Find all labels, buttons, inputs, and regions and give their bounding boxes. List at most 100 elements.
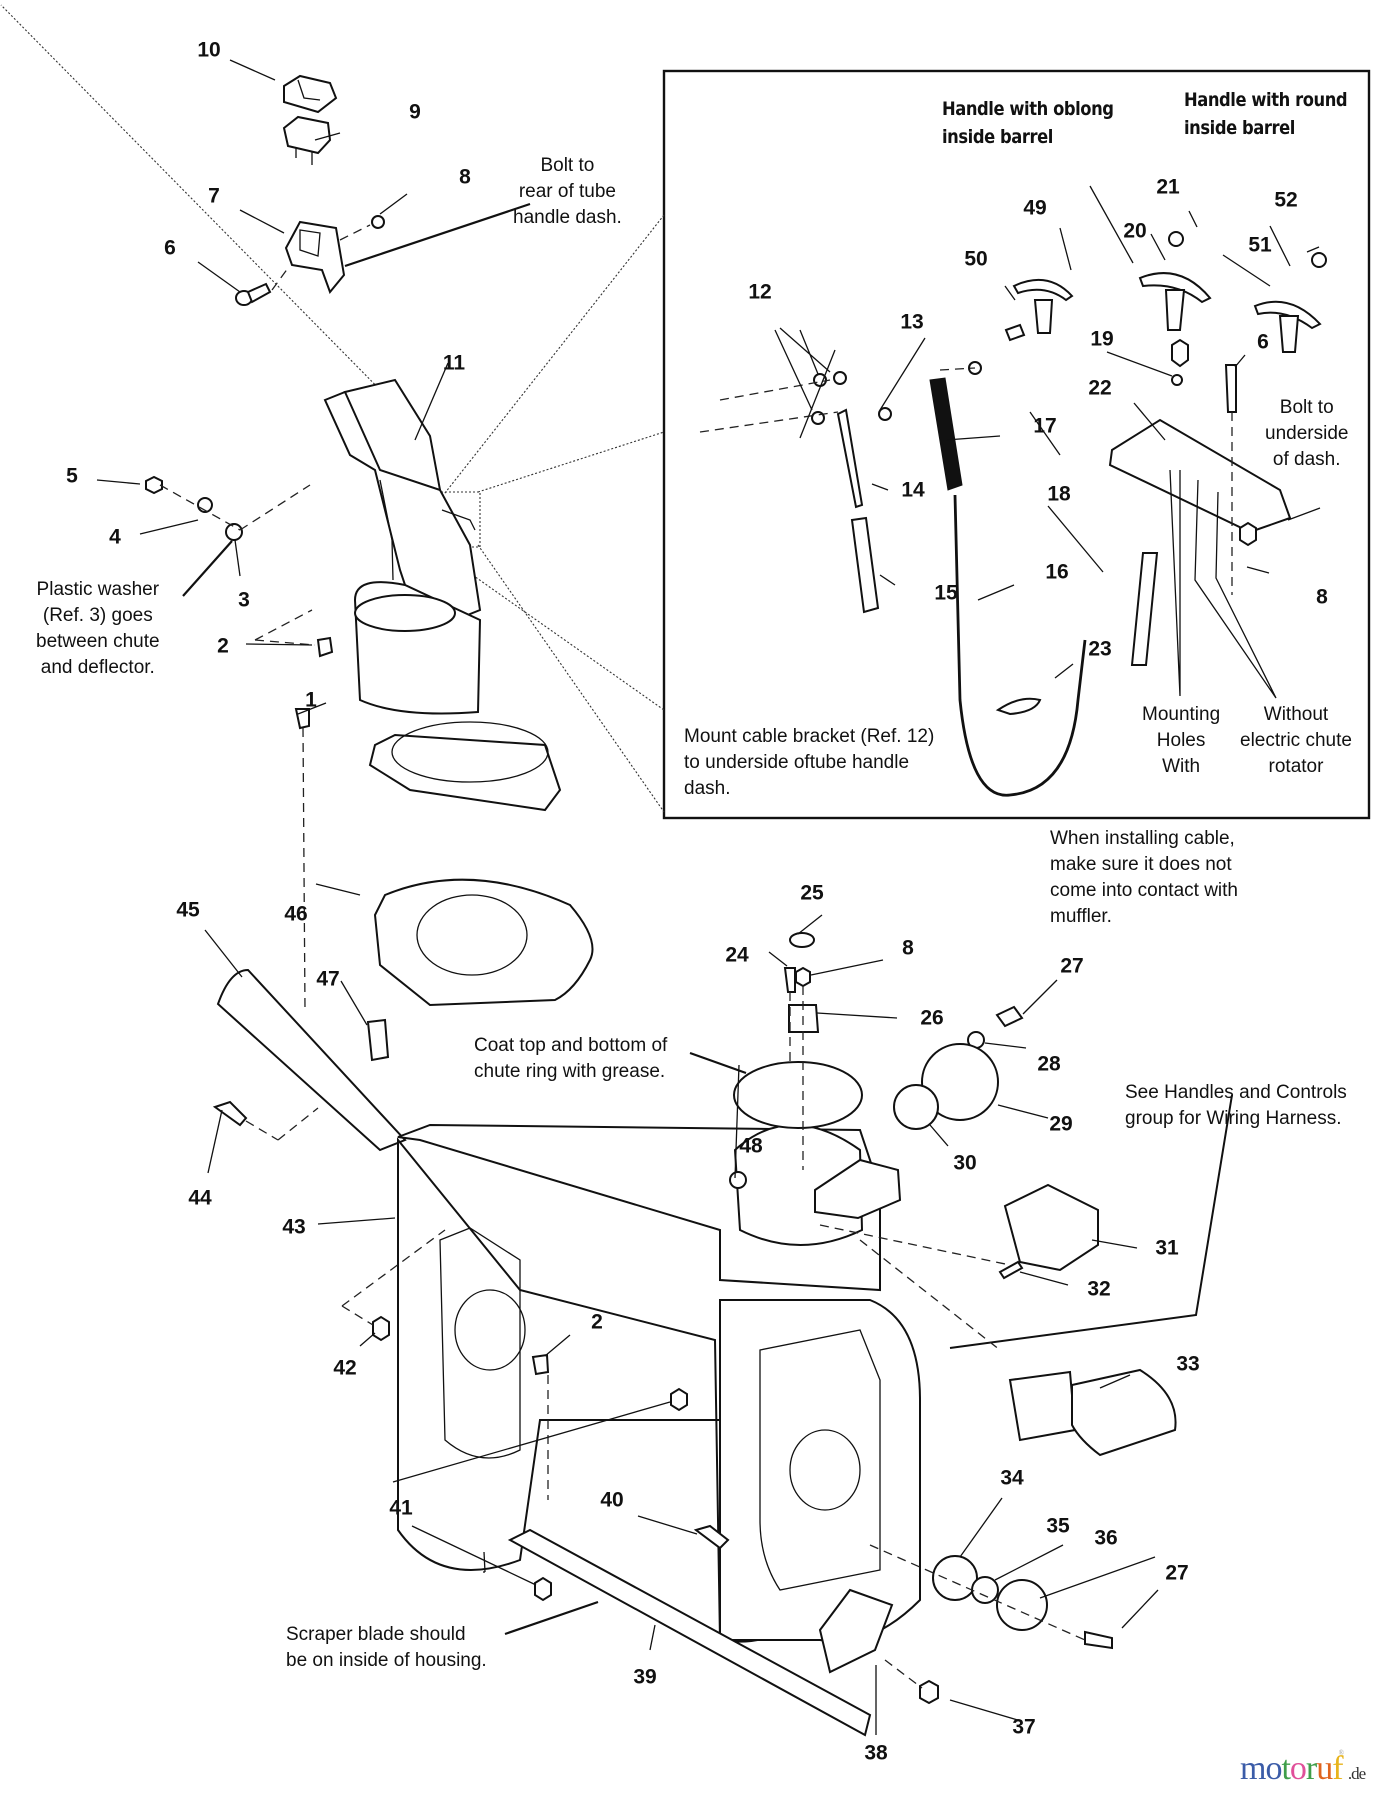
ref-number-plastic-washer: 3 <box>238 588 250 612</box>
inset-detail-box <box>662 69 1371 820</box>
plastic-washer-part <box>225 523 243 541</box>
ref-number-cable: 16 <box>1045 560 1069 584</box>
note-plastic-washer: Plastic washer (Ref. 3) goes between chu… <box>36 579 160 678</box>
ref-number-nut: 42 <box>333 1356 357 1380</box>
bearing-flange-part <box>921 1043 999 1121</box>
ref-number-clip: 47 <box>316 967 340 991</box>
note-bolt-rear-dash: Bolt to rear of tube handle dash. <box>513 155 622 228</box>
ref-number-crank-shaft: 18 <box>1047 482 1071 506</box>
ref-number-nut: 37 <box>1012 1715 1036 1739</box>
ref-number-handle-round: 51 <box>1248 233 1272 257</box>
bolt-part <box>693 1524 730 1550</box>
ref-number-nut: 41 <box>389 1496 413 1520</box>
nut-part <box>1171 338 1189 368</box>
ref-number-bolt: 6 <box>1257 330 1269 354</box>
screw-part <box>1004 323 1026 342</box>
wiring-leader <box>949 1094 1233 1349</box>
ref-number-bearing: 35 <box>1046 1514 1070 1538</box>
nut-part <box>145 475 163 495</box>
ref-number-cable-boot: 17 <box>1033 414 1057 438</box>
nut-part <box>670 1387 688 1412</box>
handle-round-part <box>1253 300 1322 353</box>
bolt-part <box>1084 1630 1113 1650</box>
ref-number-auger-housing: 43 <box>282 1215 306 1239</box>
cable-tie-part <box>995 697 1042 716</box>
nut-part <box>795 966 811 988</box>
ref-number-bolt: 1 <box>305 688 317 712</box>
logo-letter: f <box>1332 1750 1343 1787</box>
washer-part <box>833 371 847 385</box>
rocker-switch-part <box>282 115 332 165</box>
ref-number-cap: 13 <box>900 310 924 334</box>
nut-part <box>1239 521 1257 547</box>
note-handle-oblong: Handle with oblong inside barrel <box>942 98 1114 148</box>
motor-cover-part <box>1003 1183 1099 1272</box>
cable-part <box>953 494 1087 797</box>
clip-part <box>366 1018 390 1062</box>
handle-oblong-part <box>1138 272 1212 331</box>
ref-number-deflector-plate: 45 <box>176 898 200 922</box>
nut-part <box>372 1315 390 1342</box>
logo-wordmark: motoruf <box>1240 1750 1344 1787</box>
bolt-part <box>1224 364 1237 413</box>
bolt-part <box>995 1005 1024 1028</box>
chute-base-ring-part <box>368 721 562 812</box>
note-coat-grease: Coat top and bottom of chute ring with g… <box>474 1035 668 1082</box>
ref-number-screw: 32 <box>1087 1277 1111 1301</box>
ref-number-scraper-blade: 39 <box>633 1665 657 1689</box>
ref-number-bearing-flange: 29 <box>1049 1112 1073 1136</box>
ref-number-motor-cover: 31 <box>1155 1236 1179 1260</box>
ref-number-nut: 5 <box>66 464 78 488</box>
ref-number-handle: 49 <box>1023 196 1047 220</box>
nut-part <box>919 1679 939 1705</box>
crank-shaft-part <box>1130 552 1159 666</box>
logo-letter: t <box>1281 1750 1291 1787</box>
screw-part <box>998 1260 1024 1280</box>
scraper-blade-part <box>507 1528 872 1737</box>
ref-number-bearing-flange: 36 <box>1094 1526 1118 1550</box>
ref-number-nut: 8 <box>1316 585 1328 609</box>
rod-part <box>836 408 864 509</box>
logo-letter: r <box>1305 1750 1317 1787</box>
ref-number-bolt: 44 <box>188 1186 212 1210</box>
auger-housing-part <box>397 1061 921 1643</box>
ref-number-bolt: 27 <box>1060 954 1084 978</box>
chute-rotator-motor-part <box>1008 1368 1177 1457</box>
ref-number-bolt: 24 <box>725 943 749 967</box>
ref-number-rod: 14 <box>901 478 925 502</box>
ref-number-washer: 4 <box>109 525 121 549</box>
note-mount-cable-bracket: Mount cable bracket (Ref. 12) to undersi… <box>684 726 935 799</box>
dash-bracket-part <box>1108 418 1292 534</box>
projection-line <box>477 431 665 493</box>
leader-lines <box>96 59 1320 1735</box>
note-without-rotator: Without electric chute rotator <box>1240 704 1352 777</box>
note-bolt-underside-dash: Bolt to underside of dash. <box>1265 397 1349 470</box>
logo-letter: u <box>1316 1750 1333 1787</box>
logo-letter: m <box>1240 1750 1266 1787</box>
ref-number-clip-nut: 48 <box>739 1134 763 1158</box>
ref-number-spring: 15 <box>934 581 958 605</box>
washer-part <box>1171 374 1183 386</box>
ref-number-discharge-chute: 11 <box>442 351 466 375</box>
logo-letter: o <box>1265 1750 1282 1787</box>
discharge-chute-part <box>323 378 482 715</box>
note-scraper-blade: Scraper blade should be on inside of hou… <box>286 1624 487 1671</box>
ref-number-carriage-bolt: 2 <box>591 1310 603 1334</box>
logo-tld: .de <box>1347 1764 1366 1783</box>
ref-number-handle-oblong: 20 <box>1123 219 1147 243</box>
ref-number-bolt: 40 <box>600 1488 624 1512</box>
ref-number-switch-cover: 10 <box>197 38 221 62</box>
ref-number-bearing-flange: 34 <box>1000 1466 1024 1490</box>
ref-number-nut: 8 <box>459 165 471 189</box>
deflector-plate-part <box>216 968 407 1152</box>
ref-number-cable-bracket-hardware: 12 <box>748 280 772 304</box>
ref-number-chute-rotator-motor: 33 <box>1176 1352 1200 1376</box>
spring-part <box>850 516 880 614</box>
ref-number-switch-bracket: 7 <box>208 184 220 208</box>
ref-number-screw: 50 <box>964 247 988 271</box>
motoruf-watermark-logo: motoruf®.de <box>1240 1750 1366 1787</box>
screw-part <box>1168 231 1184 247</box>
note-installing-cable: When installing cable, make sure it does… <box>1050 828 1238 927</box>
ref-number-bolt: 27 <box>1165 1561 1189 1585</box>
